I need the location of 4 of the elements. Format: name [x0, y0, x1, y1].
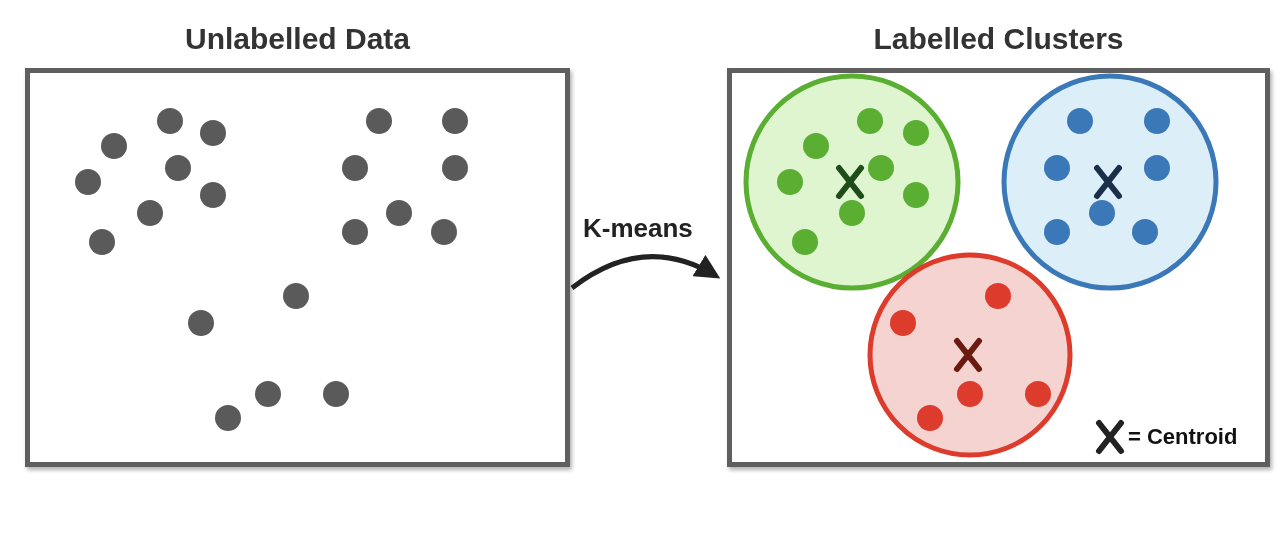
panel-heading: Unlabelled Data: [183, 22, 412, 56]
curved-arrow: [570, 254, 721, 291]
panel-heading: Labelled Clusters: [872, 22, 1125, 56]
legend-label: = Centroid: [1128, 424, 1238, 450]
